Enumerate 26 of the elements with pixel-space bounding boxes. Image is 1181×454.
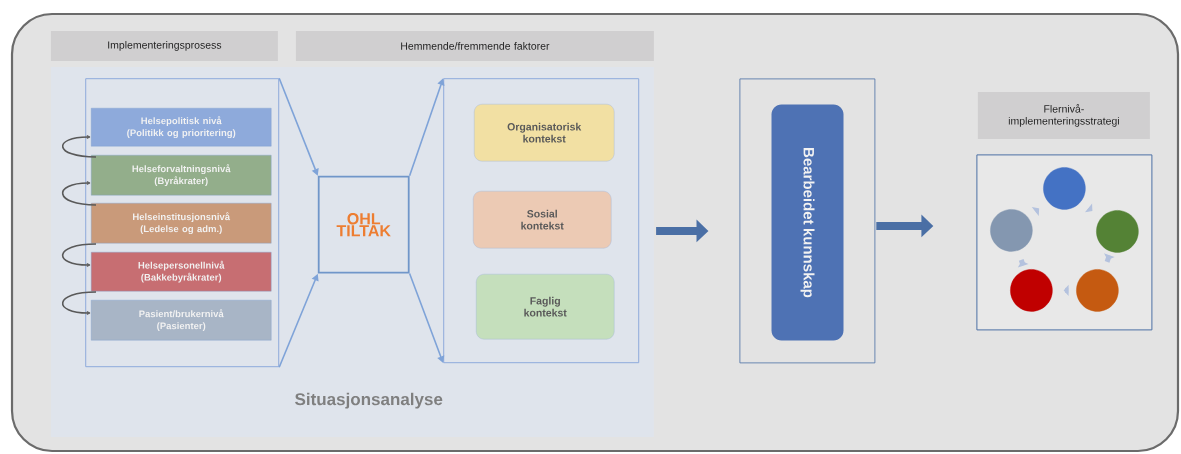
cycle-circle xyxy=(1096,210,1139,253)
knowledge-bar: Bearbeidet kunnskap xyxy=(771,104,844,341)
curved-arrow xyxy=(61,181,97,206)
outline-box xyxy=(443,78,640,364)
cycle-circle xyxy=(1010,269,1053,312)
context-box: Sosial kontekst xyxy=(473,191,612,249)
outline-box xyxy=(85,78,280,368)
header-band: Hemmende/fremmende faktorer xyxy=(295,30,654,61)
context-box: Faglig kontekst xyxy=(476,274,615,340)
outline-box xyxy=(739,78,876,364)
level-box: Helseforvaltningsnivå (Byråkrater) xyxy=(91,155,272,196)
context-box: Organisatorisk kontekst xyxy=(474,104,615,162)
cycle-circle xyxy=(1076,269,1119,312)
level-box: Helseinstitusjonsnivå (Ledelse og adm.) xyxy=(91,203,272,244)
level-box: Pasient/brukernivå (Pasienter) xyxy=(91,300,272,341)
chevron-arrow xyxy=(1104,253,1115,263)
header-band: Flernivå- implementeringsstrategi xyxy=(977,91,1150,139)
cycle-circle xyxy=(990,209,1033,252)
curved-arrow xyxy=(61,243,97,267)
level-box: Helsepolitisk nivå (Politikk og prioritering) xyxy=(91,108,272,147)
curved-arrow xyxy=(61,135,97,158)
header-band: Implementeringsprosess xyxy=(50,30,278,61)
level-box: Helsepersonellnivå (Bakkebyråkrater) xyxy=(91,252,272,292)
curved-arrow xyxy=(61,291,97,315)
cycle-circle xyxy=(1043,167,1086,210)
measure-box: OHL TILTAK xyxy=(317,175,410,274)
